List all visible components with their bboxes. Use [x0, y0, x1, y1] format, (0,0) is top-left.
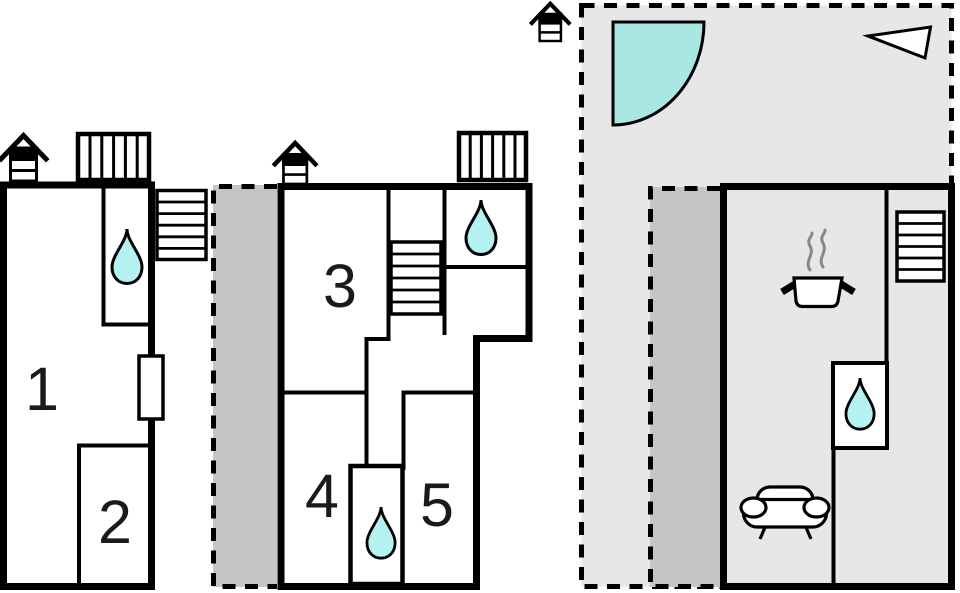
north-arrow-icon — [862, 25, 933, 61]
room-3-label: 3 — [323, 252, 357, 320]
adjacent-strip-right-dashes — [648, 186, 720, 589]
pool-quarter-icon — [611, 20, 706, 127]
room-5-top-wall — [401, 390, 475, 470]
steam-icon — [806, 231, 814, 272]
pot-handle-right — [839, 281, 856, 295]
adjacent-strip-right-fill — [650, 187, 720, 587]
sofa-icon — [739, 485, 831, 540]
adjacent-strip-right — [648, 186, 720, 589]
steam-icon — [819, 228, 827, 269]
pot-handle-left — [780, 281, 797, 295]
room-4-label: 4 — [305, 462, 339, 530]
window-icon — [456, 130, 529, 183]
stairs-icon — [895, 210, 946, 283]
floor-plan-left: 1 2 — [0, 131, 208, 590]
stove-pot-icon — [780, 228, 856, 309]
room-5-label: 5 — [420, 471, 454, 539]
stairs-icon — [155, 188, 208, 262]
window-icon — [75, 131, 152, 183]
pot-body — [792, 276, 844, 309]
room-2-label: 2 — [98, 488, 132, 556]
room-1-label: 1 — [25, 355, 59, 423]
adjacent-strip-left-fill — [213, 185, 277, 587]
middle-building-outline — [277, 183, 533, 590]
floor-plan-right — [532, 4, 955, 590]
floor-plan-middle: 3 4 5 — [275, 130, 533, 590]
right-building-outline — [720, 183, 955, 590]
stairwell-corridor-left-walls — [364, 187, 391, 470]
adjacent-strip-left-dashes — [211, 184, 277, 589]
left-bathroom-walls — [101, 187, 150, 327]
adjacent-strip-left — [211, 184, 277, 589]
room-2-walls — [77, 443, 150, 585]
stairs-icon — [389, 240, 443, 316]
wall-window-icon — [137, 354, 165, 421]
